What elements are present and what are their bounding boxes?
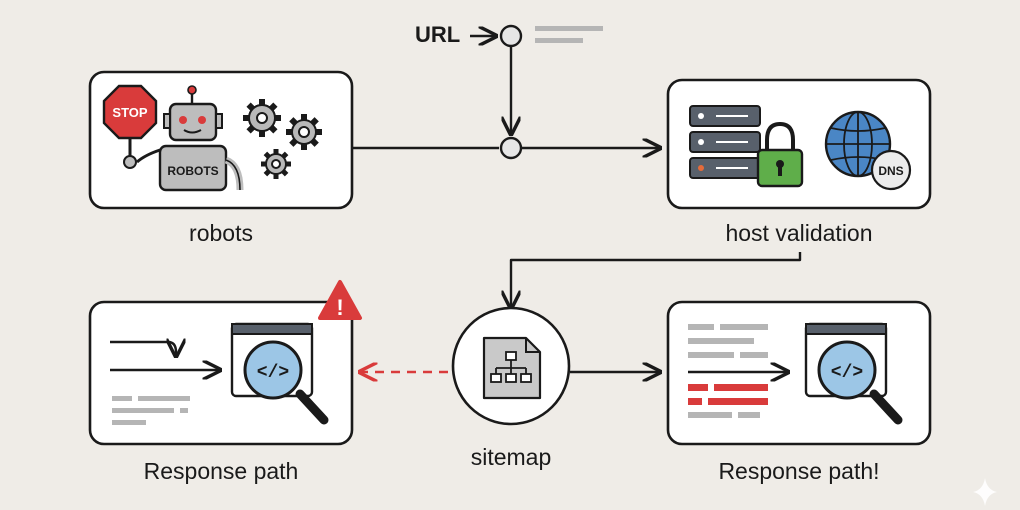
response-path-right-label: Response path! [718,458,880,484]
robots-label: robots [189,220,253,246]
response-path-left-box: </> ! [88,280,362,446]
junction-node [499,136,523,160]
host-validation-label: host validation [725,220,873,246]
code-inspect-icon-right: </> [804,322,903,425]
dns-badge-text: DNS [878,164,903,178]
gear-icon-2 [286,114,322,150]
warning-icon: ! [318,280,362,320]
url-input [470,24,603,48]
sitemap-document-icon [482,336,542,400]
response-path-right-box: </> [666,300,932,446]
lock-icon [756,121,804,188]
code-brackets-text-right: </> [831,363,863,383]
url-text-line-2 [535,38,583,43]
stop-sign-icon: STOP [102,84,158,169]
text-lines-icon [112,396,190,425]
sitemap-node [451,306,571,426]
highlight-lines-icon [688,384,768,418]
host-to-sitemap-arrow [511,252,802,308]
dns-badge-icon: DNS [870,149,912,191]
code-brackets-text: </> [257,363,289,383]
host-validation-box: DNS [666,78,932,210]
url-label: URL [415,22,461,47]
gear-icon-1 [243,99,281,137]
text-lines-icon-right [688,324,768,358]
sparkle-icon [973,478,997,506]
url-text-line-1 [535,26,603,31]
url-node [499,24,523,48]
sitemap-label: sitemap [470,444,552,470]
warning-symbol: ! [336,295,343,320]
response-path-left-label: Response path [143,458,299,484]
code-inspect-icon: </> [230,322,329,425]
server-icon [689,105,761,179]
robot-body-text: ROBOTS [167,164,218,178]
stop-sign-text: STOP [112,105,147,120]
robots-box: STOP ROBOTS [88,70,354,210]
gear-icon-3 [261,149,291,179]
connectors [352,46,802,372]
redirect-arrow-icon [110,342,220,370]
robot-icon: ROBOTS [136,85,244,192]
